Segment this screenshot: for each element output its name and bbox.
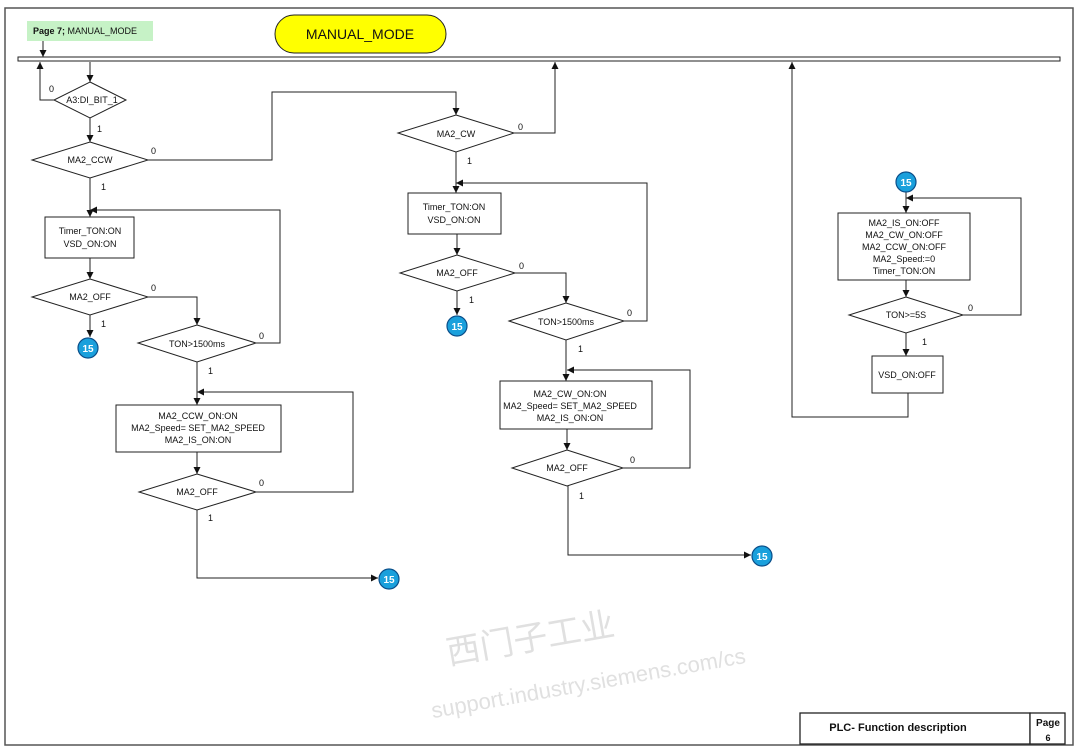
flow-arrow (197, 388, 354, 493)
svg-text:1: 1 (97, 124, 102, 134)
watermark: 西门子工业 support.industry.siemens.com/cs (429, 606, 747, 724)
flow-arrow (515, 272, 570, 303)
svg-text:Timer_TON:ON: Timer_TON:ON (423, 202, 486, 212)
svg-text:0: 0 (968, 303, 973, 313)
main-rail (17, 56, 1061, 62)
svg-text:MA2_CCW: MA2_CCW (67, 155, 113, 165)
svg-text:1: 1 (578, 344, 583, 354)
svg-text:0: 0 (627, 308, 632, 318)
box-vsd-off: VSD_ON:OFF (871, 355, 944, 394)
page-link[interactable]: Page 7; MANUAL_MODE (27, 21, 153, 41)
svg-text:TON>1500ms: TON>1500ms (169, 339, 226, 349)
svg-text:MA2_CCW_ON:OFF: MA2_CCW_ON:OFF (862, 242, 947, 252)
svg-text:1: 1 (469, 295, 474, 305)
box-cw-run: MA2_CW_ON:ON MA2_Speed= SET_MA2_SPEED MA… (499, 380, 653, 430)
svg-text:Timer_TON:ON: Timer_TON:ON (59, 226, 122, 236)
footer-title-block: PLC- Function description Page 6 (799, 712, 1066, 745)
svg-text:0: 0 (519, 261, 524, 271)
svg-text:15: 15 (451, 322, 463, 333)
svg-text:MA2_OFF: MA2_OFF (436, 268, 478, 278)
svg-text:VSD_ON:ON: VSD_ON:ON (63, 239, 116, 249)
svg-text:MA2_CW_ON:ON: MA2_CW_ON:ON (533, 389, 606, 399)
connector-15[interactable]: 15 (446, 315, 468, 337)
svg-text:MA2_IS_ON:OFF: MA2_IS_ON:OFF (868, 218, 940, 228)
flow-arrow (196, 510, 378, 582)
box-timer-middle: Timer_TON:ON VSD_ON:ON (407, 192, 502, 235)
svg-text:TON>1500ms: TON>1500ms (538, 317, 595, 327)
connector-15[interactable]: 15 (77, 337, 99, 359)
flow-arrow (788, 62, 909, 418)
svg-text:1: 1 (579, 491, 584, 501)
svg-text:1: 1 (467, 156, 472, 166)
svg-text:VSD_ON:ON: VSD_ON:ON (427, 215, 480, 225)
svg-text:西门子工业: 西门子工业 (443, 606, 617, 673)
svg-text:MA2_IS_ON:ON: MA2_IS_ON:ON (537, 413, 604, 423)
flow-arrow (514, 62, 559, 134)
svg-text:MA2_IS_ON:ON: MA2_IS_ON:ON (165, 435, 232, 445)
svg-text:1: 1 (101, 182, 106, 192)
box-ccw-run: MA2_CCW_ON:ON MA2_Speed= SET_MA2_SPEED M… (115, 404, 282, 453)
svg-text:0: 0 (151, 283, 156, 293)
svg-text:MA2_Speed= SET_MA2_SPEED: MA2_Speed= SET_MA2_SPEED (131, 423, 265, 433)
decision-ton-5s: TON>=5S (847, 296, 965, 334)
box-timer-left: Timer_TON:ON VSD_ON:ON (44, 216, 135, 259)
flow-arrow (148, 91, 460, 161)
svg-text:1: 1 (208, 366, 213, 376)
connector-15[interactable]: 15 (895, 171, 917, 193)
svg-text:0: 0 (259, 478, 264, 488)
svg-text:1: 1 (101, 319, 106, 329)
decision-ma2-ccw: MA2_CCW (30, 141, 150, 179)
decision-ma2-off-middle-1: MA2_OFF (398, 254, 517, 292)
flow-arrow (567, 366, 691, 469)
svg-text:1: 1 (922, 337, 927, 347)
svg-text:MA2_OFF: MA2_OFF (546, 463, 588, 473)
flow-arrow (906, 194, 1022, 316)
svg-text:TON>=5S: TON>=5S (886, 310, 926, 320)
svg-text:MA2_OFF: MA2_OFF (69, 292, 111, 302)
flow-arrow (148, 296, 201, 325)
flow-arrow (567, 486, 751, 559)
svg-text:0: 0 (518, 122, 523, 132)
svg-text:Page: Page (1036, 718, 1060, 729)
svg-text:Timer_TON:ON: Timer_TON:ON (873, 266, 936, 276)
svg-text:MA2_Speed:=0: MA2_Speed:=0 (873, 254, 935, 264)
svg-text:A3:DI_BIT_1: A3:DI_BIT_1 (66, 95, 118, 105)
svg-text:Page 7; MANUAL_MODE: Page 7; MANUAL_MODE (33, 26, 137, 36)
svg-text:15: 15 (82, 344, 94, 355)
svg-text:MA2_CW: MA2_CW (437, 129, 476, 139)
svg-text:VSD_ON:OFF: VSD_ON:OFF (878, 370, 936, 380)
decision-ton-1500-middle: TON>1500ms (507, 302, 626, 341)
svg-text:MA2_OFF: MA2_OFF (176, 487, 218, 497)
svg-text:MA2_CCW_ON:ON: MA2_CCW_ON:ON (158, 411, 238, 421)
connector-15[interactable]: 15 (751, 545, 773, 567)
svg-text:MANUAL_MODE: MANUAL_MODE (306, 26, 414, 42)
svg-text:1: 1 (208, 513, 213, 523)
flow-arrow (90, 206, 281, 344)
svg-text:15: 15 (383, 575, 395, 586)
connector-15[interactable]: 15 (378, 568, 400, 590)
svg-text:0: 0 (630, 455, 635, 465)
svg-text:0: 0 (151, 146, 156, 156)
svg-text:0: 0 (259, 331, 264, 341)
svg-text:PLC- Function description: PLC- Function description (829, 722, 967, 734)
svg-text:15: 15 (900, 178, 912, 189)
decision-ma2-off-left-1: MA2_OFF (30, 278, 150, 316)
svg-text:6: 6 (1045, 733, 1050, 743)
decision-ma2-off-middle-2: MA2_OFF (510, 449, 625, 487)
decision-ton-1500-left: TON>1500ms (136, 324, 258, 363)
svg-text:MA2_Speed= SET_MA2_SPEED: MA2_Speed= SET_MA2_SPEED (503, 401, 637, 411)
decision-ma2-off-left-2: MA2_OFF (137, 473, 258, 511)
flow-arrow (36, 62, 54, 101)
decision-ma2-cw: MA2_CW (396, 114, 516, 153)
box-stop: MA2_IS_ON:OFF MA2_CW_ON:OFF MA2_CCW_ON:O… (837, 212, 971, 281)
flow-arrow (456, 179, 648, 322)
svg-text:MA2_CW_ON:OFF: MA2_CW_ON:OFF (865, 230, 943, 240)
svg-text:0: 0 (49, 84, 54, 94)
decision-a3-di-bit-1: A3:DI_BIT_1 (52, 81, 128, 119)
title-pill: MANUAL_MODE (274, 14, 447, 54)
page-frame (4, 7, 1074, 746)
svg-text:15: 15 (756, 552, 768, 563)
